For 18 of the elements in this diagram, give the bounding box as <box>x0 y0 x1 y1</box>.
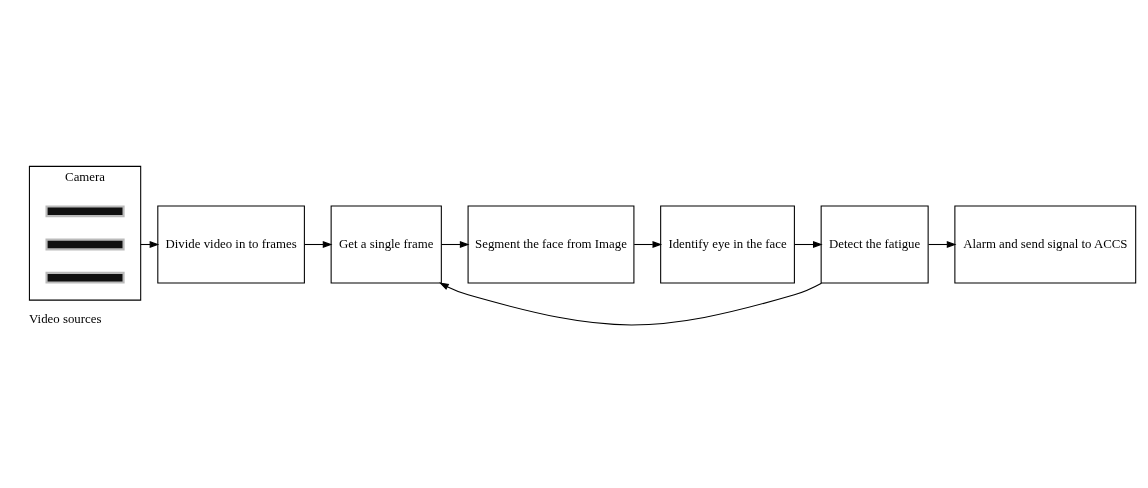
arrow <box>928 240 957 248</box>
arrow <box>140 240 160 248</box>
node-box: Detect the fatigue <box>820 204 929 284</box>
node-bar <box>45 238 125 250</box>
arrow <box>794 240 823 248</box>
node-box: Alarm and send signal to ACCS <box>954 204 1137 284</box>
node-bar <box>45 271 125 284</box>
node-box: Divide video in to frames <box>157 204 305 284</box>
arrow <box>633 240 663 248</box>
node-label: Video sources <box>29 311 102 326</box>
node-bar <box>45 204 125 217</box>
arrow <box>439 282 822 325</box>
node-box: Identify eye in the face <box>660 204 795 284</box>
node-box: Get a single frame <box>330 204 442 284</box>
node-box: Segment the face from Image <box>467 204 635 284</box>
cluster: Camera <box>28 165 142 301</box>
arrow <box>440 240 470 248</box>
arrow <box>304 240 333 248</box>
